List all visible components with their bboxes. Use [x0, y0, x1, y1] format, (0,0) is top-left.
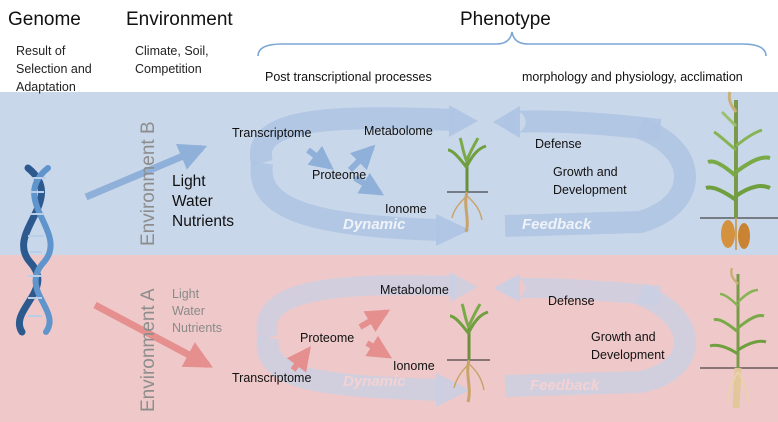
arrow-transcriptome-proteome-b — [306, 145, 334, 170]
ionome-a: Ionome — [393, 359, 435, 373]
environment-note-line: Competition — [135, 62, 202, 77]
dna-helix-icon — [16, 164, 54, 336]
ionome-b: Ionome — [385, 202, 427, 216]
mature-plant-icon — [700, 91, 778, 250]
cycle-b-ribbon-top — [249, 107, 456, 166]
proteome-a: Proteome — [300, 331, 355, 345]
morphology-label: morphology and physiology, acclimation — [522, 70, 743, 84]
resource-nutrients: Nutrients — [172, 213, 235, 231]
growth-line: Growth and — [591, 330, 656, 344]
env-a-resources: Light Water Nutrients — [172, 286, 222, 337]
mature-plant-icon — [700, 267, 778, 409]
feedback-b: Feedback — [522, 216, 592, 233]
feedback-b-arrowhead — [493, 106, 520, 138]
environment-b-cycle — [249, 105, 696, 246]
arrow-proteome-ionome-b — [353, 172, 385, 196]
development-line: Development — [553, 183, 627, 198]
transcriptome-b: Transcriptome — [232, 126, 312, 140]
cycle-a-ribbon-bottom — [256, 336, 441, 401]
resource-water: Water — [172, 303, 205, 318]
defense-b: Defense — [535, 137, 582, 151]
growth-development-b: Growth and Development — [553, 163, 627, 199]
resource-water: Water — [172, 193, 213, 211]
dynamic-b: Dynamic — [343, 216, 406, 233]
cycle-a-ribbon-top — [256, 275, 456, 341]
proteome-b: Proteome — [312, 168, 367, 182]
resource-nutrients: Nutrients — [172, 320, 223, 335]
genome-note: Result of Selection and Adaptation — [16, 42, 92, 96]
environment-b-label: Environment B — [138, 121, 159, 246]
arrow-genome-to-env-b — [84, 143, 208, 201]
environment-note: Climate, Soil, Competition — [135, 42, 209, 78]
seedling-icon — [447, 137, 488, 233]
environment-a-label: Environment A — [138, 288, 159, 412]
phenotype-header: Phenotype — [460, 9, 551, 30]
growth-line: Growth and — [553, 165, 618, 179]
development-line: Development — [591, 348, 665, 363]
feedback-b-ribbon-top — [503, 110, 662, 141]
feedback-b-ribbon-right — [504, 117, 696, 237]
cycle-b-arrowhead-bottom — [436, 214, 470, 246]
arrow-proteome-ionome-a — [365, 335, 393, 359]
environment-a-cycle — [256, 272, 696, 407]
arrow-transcriptome-metabolome-b — [347, 144, 376, 173]
feedback-a: Feedback — [530, 377, 600, 394]
genome-note-line: Selection and — [16, 62, 92, 77]
metabolome-b: Metabolome — [364, 124, 433, 138]
defense-a: Defense — [548, 294, 595, 308]
feedback-a-arrowhead — [493, 274, 520, 302]
environment-note-line: Climate, Soil, — [135, 44, 209, 58]
arrow-genome-to-env-a — [93, 301, 213, 369]
env-b-resources: Light Water Nutrients — [172, 172, 234, 232]
arrow-proteome-metabolome-a — [358, 309, 391, 332]
cycle-a-arrowhead-bottom — [436, 373, 470, 407]
post-transcriptional-label: Post transcriptional processes — [265, 70, 432, 84]
seedling-icon — [447, 303, 490, 403]
cycle-b-arrowhead-top — [449, 105, 478, 137]
resource-light: Light — [172, 287, 200, 301]
genome-header: Genome — [8, 9, 81, 30]
cycle-a-arrowhead-top — [450, 272, 478, 302]
cycle-b-ribbon-bottom — [250, 161, 441, 241]
metabolome-a: Metabolome — [380, 283, 449, 297]
growth-development-a: Growth and Development — [591, 328, 665, 364]
environment-header: Environment — [126, 9, 233, 30]
genome-note-line: Adaptation — [16, 80, 76, 95]
transcriptome-a: Transcriptome — [232, 371, 312, 385]
genome-note-line: Result of — [16, 44, 66, 58]
phenotype-bracket — [257, 31, 767, 57]
resource-light: Light — [172, 173, 206, 190]
feedback-a-ribbon-right — [504, 283, 696, 397]
dynamic-a: Dynamic — [343, 373, 406, 390]
arrow-transcriptome-proteome-a — [286, 346, 311, 373]
